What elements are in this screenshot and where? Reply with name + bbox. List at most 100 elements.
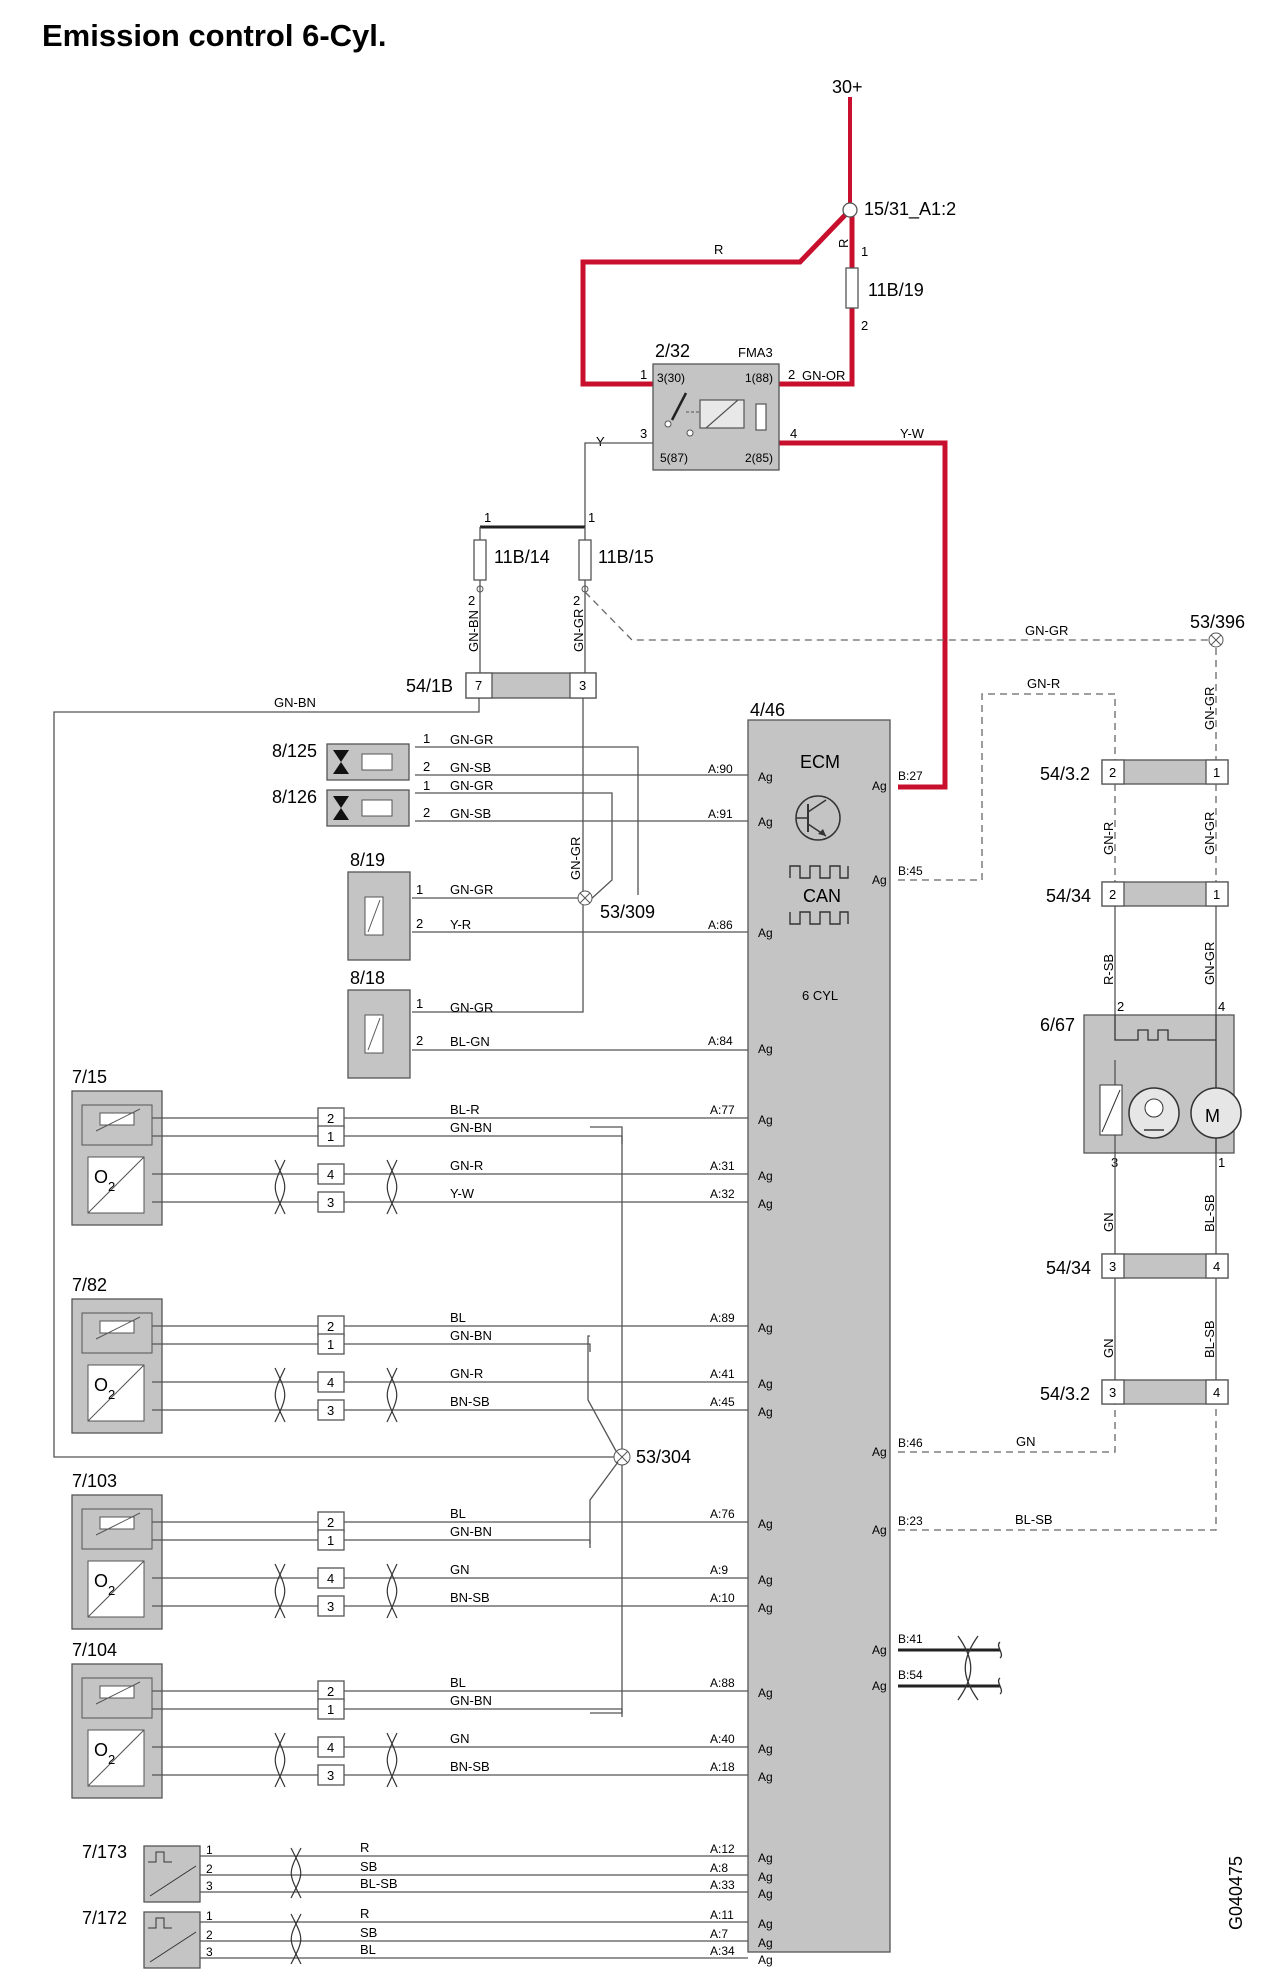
wire-gnr-b45: GN-R bbox=[1027, 676, 1060, 691]
pump-pin1: 1 bbox=[1218, 1155, 1225, 1170]
fuse15-label: 11B/15 bbox=[598, 547, 654, 567]
transistor-icon bbox=[795, 795, 841, 841]
valve-8-126 bbox=[326, 789, 410, 827]
w-r5: GN-GR bbox=[1202, 942, 1217, 985]
w-b23: BL-SB bbox=[1015, 1512, 1053, 1527]
node-53-396-label: 53/396 bbox=[1190, 612, 1245, 632]
w-v2-2: GN-SB bbox=[450, 806, 491, 821]
ecm-pin-label: A:40 bbox=[710, 1732, 735, 1746]
o2-symbol: O bbox=[94, 1740, 108, 1760]
ecm-name: ECM bbox=[800, 752, 840, 772]
c5434b-pin3: 3 bbox=[1109, 1259, 1116, 1274]
relay-id: 2/32 bbox=[655, 341, 690, 361]
twist-icon bbox=[274, 1159, 286, 1215]
wire-label: BN-SB bbox=[450, 1759, 490, 1774]
ecm-pin-label: A:31 bbox=[710, 1159, 735, 1173]
w-v1-1: GN-GR bbox=[450, 732, 493, 747]
relay-pin87: 5(87) bbox=[660, 451, 688, 465]
pin-num: 1 bbox=[327, 1702, 334, 1717]
wire-label: SB bbox=[360, 1859, 377, 1874]
wire-label: GN-R bbox=[450, 1158, 483, 1173]
pump-pin2: 2 bbox=[1117, 999, 1124, 1014]
wire-label: BL bbox=[450, 1675, 466, 1690]
c5434t-pin2: 2 bbox=[1109, 887, 1116, 902]
wire-label: GN-BN bbox=[450, 1120, 492, 1135]
w-r9: BL-SB bbox=[1202, 1320, 1217, 1358]
c5432b-pin4: 4 bbox=[1213, 1385, 1220, 1400]
ag-a91: Ag bbox=[758, 815, 773, 829]
relay-label: FMA3 bbox=[738, 345, 773, 360]
ecm-ag-label: Ag bbox=[758, 1169, 773, 1183]
ag-b46: Ag bbox=[872, 1445, 887, 1459]
relay-pin3-num: 3 bbox=[640, 426, 647, 441]
wire-gnbn-vert: GN-BN bbox=[466, 610, 481, 652]
ag-a86: Ag bbox=[758, 926, 773, 940]
valve2-label: 8/126 bbox=[272, 787, 317, 807]
ag-b27: Ag bbox=[872, 779, 887, 793]
twist-icon bbox=[386, 1563, 398, 1619]
ecm-pin-label: A:8 bbox=[710, 1861, 728, 1875]
pin-b27: B:27 bbox=[898, 769, 923, 783]
w-b46: GN bbox=[1016, 1434, 1036, 1449]
w-s1-2: Y-R bbox=[450, 917, 471, 932]
fuse14-label: 11B/14 bbox=[494, 547, 550, 567]
pin-num: 2 bbox=[327, 1111, 334, 1126]
ecm-ag-label: Ag bbox=[758, 1517, 773, 1531]
wire-label: Y-W bbox=[450, 1186, 475, 1201]
c5432t-pin1: 1 bbox=[1213, 765, 1220, 780]
ecm-pin-label: A:77 bbox=[710, 1103, 735, 1117]
wire-label: SB bbox=[360, 1925, 377, 1940]
w-s1-1: GN-GR bbox=[450, 882, 493, 897]
pin-a84: A:84 bbox=[708, 1034, 733, 1048]
ecm-pin-label: A:11 bbox=[710, 1908, 734, 1922]
motor-label: M bbox=[1205, 1106, 1220, 1126]
o2-symbol: O bbox=[94, 1571, 108, 1591]
wire-label: BL bbox=[360, 1942, 376, 1957]
pin-b23: B:23 bbox=[898, 1514, 923, 1528]
cam-sensor-label: 7/173 bbox=[82, 1842, 127, 1862]
pin-num: 3 bbox=[206, 1945, 213, 1959]
relay-2-32 bbox=[652, 363, 780, 471]
pin-num: 3 bbox=[206, 1879, 213, 1893]
pin-b41: B:41 bbox=[898, 1632, 923, 1646]
ecm-ag-label: Ag bbox=[758, 1953, 773, 1967]
pin-num: 4 bbox=[327, 1375, 334, 1390]
wire-label: R bbox=[360, 1840, 369, 1855]
wire-yw-relay-label: Y-W bbox=[900, 426, 925, 441]
fuse-11b14 bbox=[473, 539, 487, 581]
ecm-module bbox=[747, 719, 891, 1953]
pin-num: 1 bbox=[206, 1909, 213, 1923]
c5432-bot-label: 54/3.2 bbox=[1040, 1384, 1090, 1404]
pin-num: 4 bbox=[327, 1740, 334, 1755]
c5434b-pin4: 4 bbox=[1213, 1259, 1220, 1274]
pin-num: 1 bbox=[327, 1129, 334, 1144]
pin-b45: B:45 bbox=[898, 864, 923, 878]
w-s2-2: BL-GN bbox=[450, 1034, 490, 1049]
ag-a84: Ag bbox=[758, 1042, 773, 1056]
o2-subscript: 2 bbox=[108, 1583, 115, 1598]
ecm-ag-label: Ag bbox=[758, 1405, 773, 1419]
pump-label: 6/67 bbox=[1040, 1015, 1075, 1035]
pin-num: 4 bbox=[327, 1571, 334, 1586]
wire-label: GN-BN bbox=[450, 1524, 492, 1539]
c5434t-pin1: 1 bbox=[1213, 887, 1220, 902]
ag-b45: Ag bbox=[872, 873, 887, 887]
twist-icon bbox=[274, 1563, 286, 1619]
wire-label: GN-R bbox=[450, 1366, 483, 1381]
w-v2-1: GN-GR bbox=[450, 778, 493, 793]
wire-label: BL-SB bbox=[360, 1876, 398, 1891]
s1-pin2: 2 bbox=[416, 916, 423, 931]
w-r8: GN bbox=[1101, 1339, 1116, 1359]
c541b-pin3: 3 bbox=[579, 678, 586, 693]
wire-label: BL bbox=[450, 1506, 466, 1521]
page-title: Emission control 6-Cyl. bbox=[42, 18, 387, 53]
w-r6: GN bbox=[1101, 1213, 1116, 1233]
cam-sensor bbox=[143, 1911, 201, 1969]
fuse15-pin1: 1 bbox=[588, 510, 595, 525]
sol1-label: 8/19 bbox=[350, 850, 385, 870]
pump-6-67 bbox=[1083, 1014, 1242, 1154]
